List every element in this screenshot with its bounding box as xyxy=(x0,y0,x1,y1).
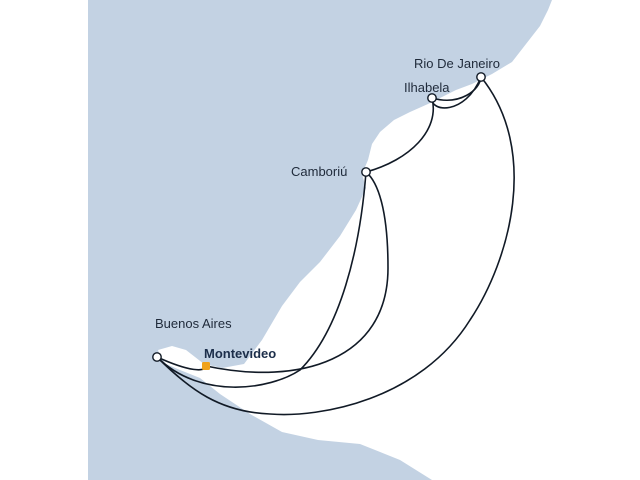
port-label-ilhabela: Ilhabela xyxy=(404,80,450,95)
port-marker-rio[interactable] xyxy=(476,72,486,82)
land-south-america xyxy=(158,0,552,480)
port-marker-ilhabela[interactable] xyxy=(427,93,437,103)
port-label-montevideo: Montevideo xyxy=(204,346,276,361)
route-leg-camboriu-to-ilhabela xyxy=(365,97,435,173)
route-connector-1 xyxy=(156,171,367,388)
port-marker-buenos[interactable] xyxy=(152,352,162,362)
route-leg-rio-to-buenos xyxy=(156,76,515,416)
embark-marker-montevideo[interactable] xyxy=(202,362,210,370)
route-leg-montevideo-to-camboriu xyxy=(205,171,389,374)
port-marker-camboriu[interactable] xyxy=(361,167,371,177)
port-label-buenos-aires: Buenos Aires xyxy=(155,316,232,331)
port-markers xyxy=(152,72,486,370)
port-label-camboriu: Camboriú xyxy=(291,164,347,179)
port-label-rio-de-janeiro: Rio De Janeiro xyxy=(414,56,500,71)
